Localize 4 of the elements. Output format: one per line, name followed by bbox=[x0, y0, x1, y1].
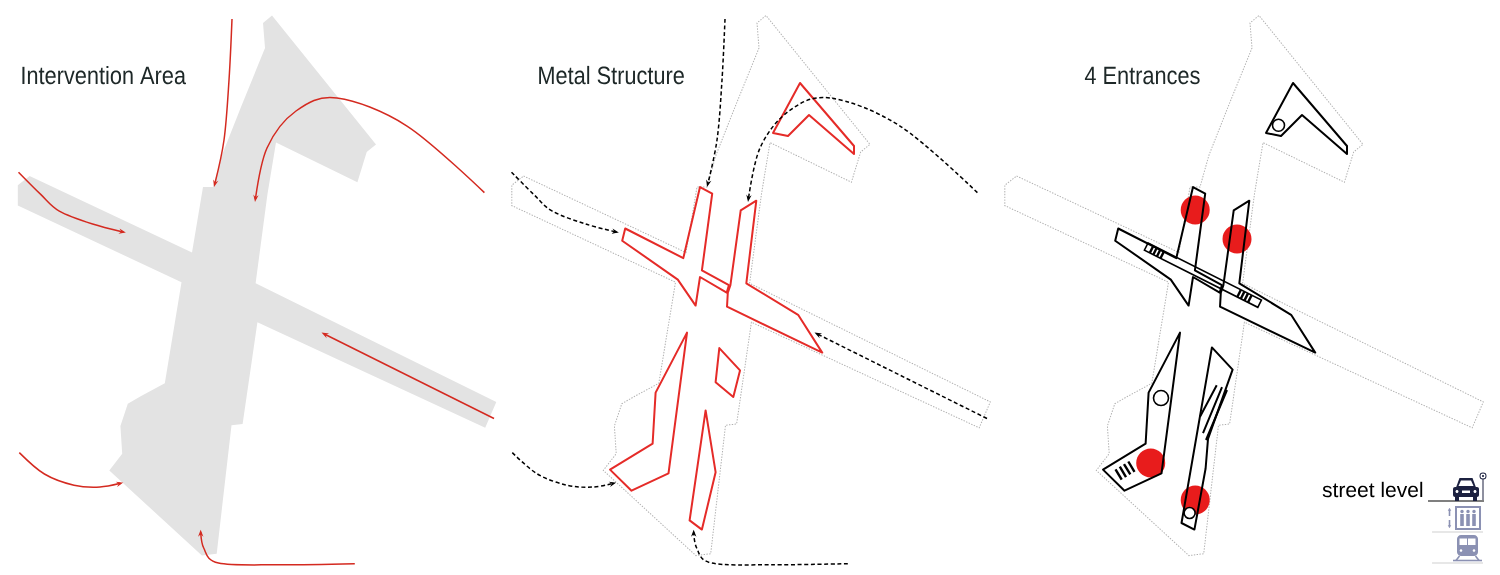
panel-title: 4 Entrances bbox=[1084, 66, 1200, 85]
level-label: street level bbox=[1322, 481, 1423, 498]
panel-title: Metal Structure bbox=[539, 65, 684, 85]
panel-title: Intervention Area bbox=[22, 65, 186, 85]
